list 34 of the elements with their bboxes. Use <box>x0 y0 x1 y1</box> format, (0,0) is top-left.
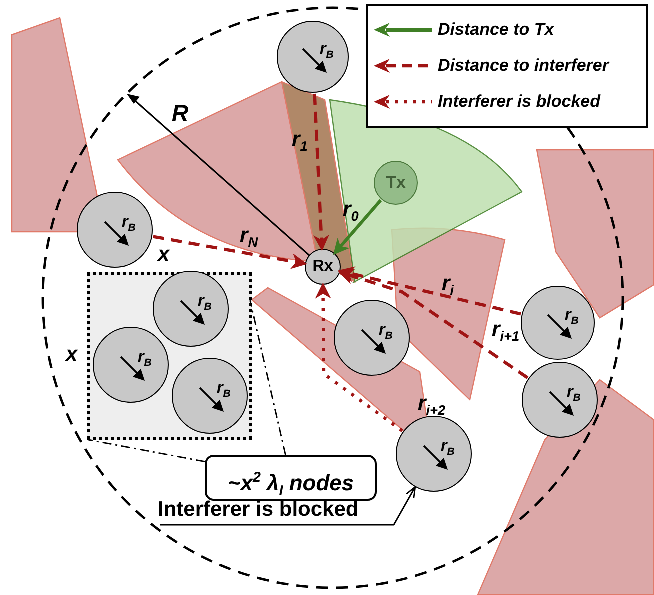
dimension-label: x <box>66 343 78 367</box>
dimension-label: x <box>158 243 170 267</box>
edge-label: r$_{i+1}$ <box>492 318 520 344</box>
distance-arrow <box>153 235 308 270</box>
radius-label: r$_{B}$ <box>320 42 334 64</box>
callout-text: Interferer is blocked <box>158 498 390 525</box>
blocker-circle <box>522 362 598 438</box>
blocker-circle <box>172 358 248 434</box>
dimension-label: R <box>172 100 189 127</box>
annotation-box: ~x$^{2}$ λ$_{I}$ nodes <box>205 455 377 501</box>
distance-arrow <box>338 266 522 316</box>
radius-label: r$_{B}$ <box>379 323 393 344</box>
edge-label: r$_{0}$ <box>343 198 359 224</box>
radius-label: r$_{B}$ <box>441 439 455 460</box>
leader-line <box>88 439 206 462</box>
distance-arrow <box>313 94 330 252</box>
distance-arrow <box>338 268 529 380</box>
radius-label: r$_{B}$ <box>567 385 581 406</box>
edge-label: r$_{i}$ <box>442 272 454 298</box>
legend-label: Interferer is blocked <box>438 92 601 112</box>
distance-arrow <box>333 199 382 256</box>
edge-label: r$_{N}$ <box>240 224 258 250</box>
edge-label: r$_{i+2}$ <box>418 392 446 418</box>
distance-arrow <box>315 282 404 432</box>
radius-label: r$_{B}$ <box>565 308 579 330</box>
legend-label: Distance to interferer <box>438 56 609 76</box>
blocker-circle <box>93 327 169 403</box>
legend-label: Distance to Tx <box>438 20 554 40</box>
radius-label: r$_{B}$ <box>122 215 136 236</box>
edge-label: r$_{1}$ <box>292 128 308 154</box>
radius-label: r$_{B}$ <box>198 294 212 316</box>
radius-label: r$_{B}$ <box>138 350 152 372</box>
radius-label: r$_{B}$ <box>217 381 231 402</box>
leader-arrow <box>160 486 416 526</box>
